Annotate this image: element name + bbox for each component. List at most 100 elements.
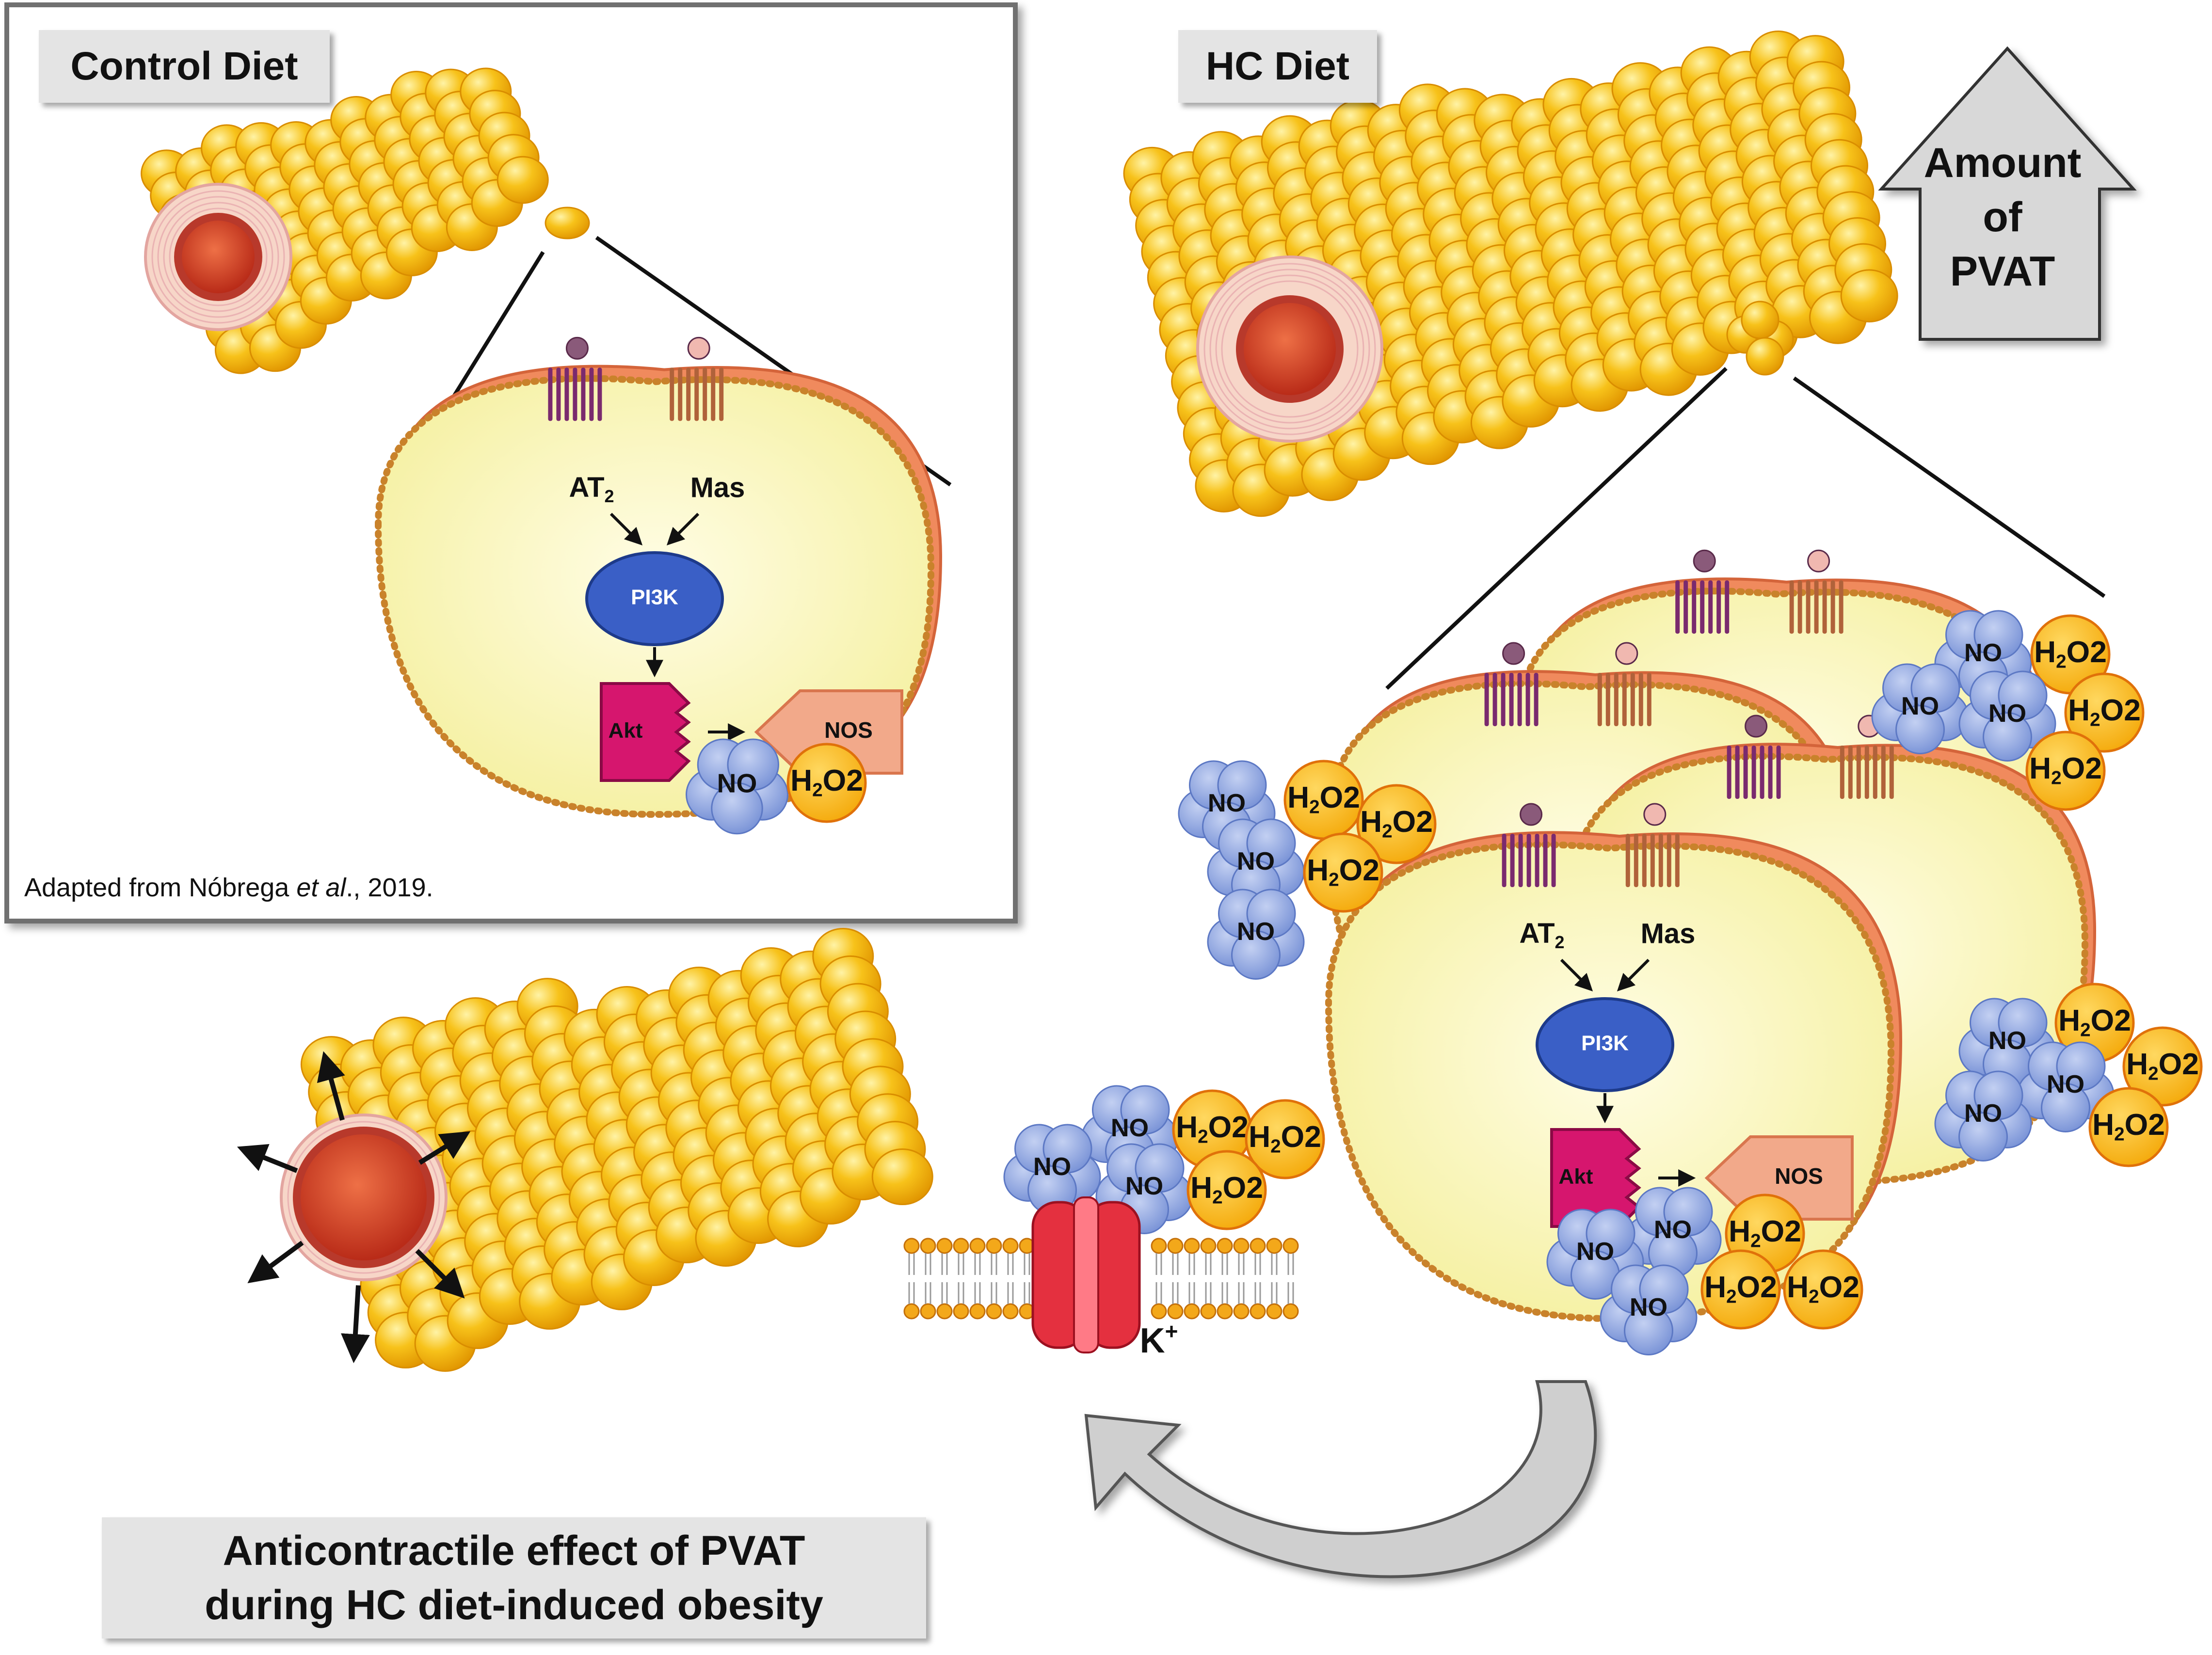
h2o2-molecule: H2O2 bbox=[2025, 731, 2106, 811]
at2-receptor bbox=[1502, 803, 1556, 887]
lipid-head bbox=[920, 1303, 936, 1320]
amount-line3: PVAT bbox=[1950, 248, 2055, 295]
hc-arrow-mas bbox=[1617, 958, 1650, 992]
mas-receptor bbox=[1625, 803, 1680, 887]
no-molecule: NO bbox=[1958, 998, 2056, 1089]
no-label: NO bbox=[1237, 847, 1275, 875]
adapted-credit: Adapted from Nóbrega et al., 2019. bbox=[24, 873, 433, 903]
amount-line2: of bbox=[1983, 194, 2022, 240]
mas-receptor bbox=[1597, 642, 1651, 726]
lipid-head bbox=[1002, 1303, 1019, 1320]
lipid-head bbox=[1217, 1238, 1233, 1254]
no-molecule: NO bbox=[2017, 1041, 2115, 1132]
hc-akt-label: Akt bbox=[1559, 1165, 1593, 1189]
no-label: NO bbox=[1901, 692, 1939, 720]
hc-at2-label: AT2 bbox=[1519, 918, 1564, 952]
control-arrow-at2 bbox=[609, 512, 643, 546]
dilation-arrow bbox=[340, 1285, 370, 1363]
hc-zoom-line-left bbox=[1385, 367, 1728, 690]
no-label: NO bbox=[1033, 1153, 1071, 1181]
lipid-head bbox=[936, 1303, 953, 1320]
k-ion-label: K+ bbox=[1140, 1319, 1178, 1360]
no-label: NO bbox=[1237, 918, 1275, 946]
no-label: NO bbox=[2047, 1070, 2084, 1098]
lipid-head bbox=[1282, 1303, 1299, 1320]
mas-receptor bbox=[1789, 549, 1843, 634]
no-molecule: NO bbox=[1600, 1264, 1698, 1355]
no-label: NO bbox=[1654, 1216, 1692, 1244]
k-channel-pore bbox=[1073, 1196, 1099, 1353]
lipid-tail bbox=[908, 1253, 915, 1304]
lipid-tail bbox=[1238, 1253, 1245, 1304]
caption-line2: during HC diet-induced obesity bbox=[205, 1582, 823, 1628]
h2o2-molecule: H2O2 bbox=[1245, 1099, 1325, 1179]
control-at2-label: AT2 bbox=[569, 472, 614, 506]
h2o2-molecule: H2O2 bbox=[2030, 614, 2111, 695]
lipid-tail bbox=[941, 1253, 948, 1304]
amount-line1: Amount bbox=[1923, 140, 2082, 186]
h2o2-label: H2O2 bbox=[2068, 694, 2141, 730]
h2o2-label: H2O2 bbox=[2034, 636, 2107, 672]
dilation-arrow bbox=[317, 1051, 345, 1121]
at2-receptor bbox=[1675, 549, 1730, 634]
hc-vessel bbox=[1196, 255, 1383, 443]
lipid-head bbox=[1167, 1303, 1184, 1320]
no-label: NO bbox=[717, 768, 757, 798]
control-vessel bbox=[144, 183, 292, 331]
dilation-arrow bbox=[247, 1241, 304, 1284]
h2o2-molecule: H2O2 bbox=[1186, 1150, 1267, 1230]
caption-line1: Anticontractile effect of PVAT bbox=[223, 1528, 805, 1574]
h2o2-molecule: H2O2 bbox=[1303, 832, 1383, 913]
no-molecule: NO bbox=[1003, 1124, 1101, 1215]
no-label: NO bbox=[1208, 789, 1246, 817]
h2o2-molecule: H2O2 bbox=[2064, 672, 2145, 753]
lipid-head bbox=[1266, 1303, 1282, 1320]
lipid-tail bbox=[958, 1253, 964, 1304]
no-label: NO bbox=[1988, 1027, 2026, 1055]
control-arrow-mas bbox=[666, 512, 700, 546]
no-label: NO bbox=[1111, 1114, 1149, 1142]
lipid-tail bbox=[974, 1253, 981, 1304]
no-label: NO bbox=[1630, 1293, 1667, 1321]
at2-receptor bbox=[1727, 715, 1781, 799]
lipid-head bbox=[1233, 1303, 1250, 1320]
hc-arrow-at2 bbox=[1560, 958, 1593, 992]
h2o2-label: H2O2 bbox=[790, 764, 863, 800]
hc-nos-label: NOS bbox=[1775, 1163, 1823, 1189]
control-akt-label: Akt bbox=[609, 719, 643, 743]
hc-zoom-nugget bbox=[1746, 337, 1784, 376]
no-molecule: NO bbox=[1958, 670, 2056, 762]
lipid-head bbox=[1217, 1303, 1233, 1320]
h2o2-label: H2O2 bbox=[1360, 805, 1433, 842]
h2o2-label: H2O2 bbox=[1787, 1271, 1859, 1307]
dilation-arrow bbox=[418, 1131, 471, 1165]
lipid-head bbox=[903, 1303, 920, 1320]
hc-mas-label: Mas bbox=[1641, 918, 1696, 949]
lipid-head bbox=[1282, 1238, 1299, 1254]
hc-pi3k-shape bbox=[1536, 997, 1674, 1092]
lipid-head bbox=[1184, 1303, 1200, 1320]
h2o2-label: H2O2 bbox=[1249, 1120, 1321, 1157]
no-molecule: NO bbox=[1871, 663, 1969, 754]
lipid-head bbox=[1266, 1238, 1282, 1254]
h2o2-molecule: H2O2 bbox=[2088, 1087, 2169, 1167]
lipid-head bbox=[1151, 1238, 1167, 1254]
caption-box: Anticontractile effect of PVAT during HC… bbox=[102, 1517, 926, 1639]
lipid-head bbox=[936, 1238, 953, 1254]
lipid-head bbox=[1250, 1238, 1266, 1254]
amount-up-arrow bbox=[1878, 46, 2137, 341]
lipid-tail bbox=[925, 1253, 931, 1304]
hc-zoom-nugget bbox=[1741, 301, 1779, 339]
lipid-head bbox=[969, 1238, 986, 1254]
credit-prefix: Adapted from Nóbrega bbox=[24, 873, 297, 902]
h2o2-label: H2O2 bbox=[2092, 1108, 2165, 1145]
lipid-tail bbox=[1188, 1253, 1195, 1304]
hc-zoom-line-right bbox=[1793, 376, 2106, 598]
control-zoom-nugget bbox=[545, 207, 590, 239]
lipid-head bbox=[953, 1238, 969, 1254]
h2o2-molecule: H2O2 bbox=[1700, 1249, 1781, 1330]
h2o2-molecule: H2O2 bbox=[2122, 1026, 2203, 1107]
